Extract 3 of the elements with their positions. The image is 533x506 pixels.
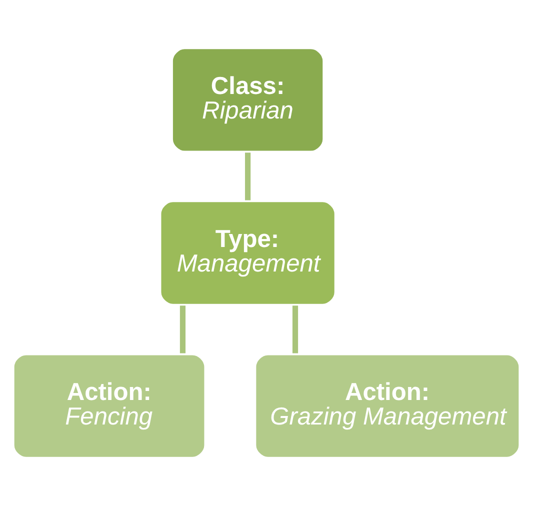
connector (292, 306, 298, 354)
connector (180, 306, 186, 354)
connector (245, 152, 251, 200)
